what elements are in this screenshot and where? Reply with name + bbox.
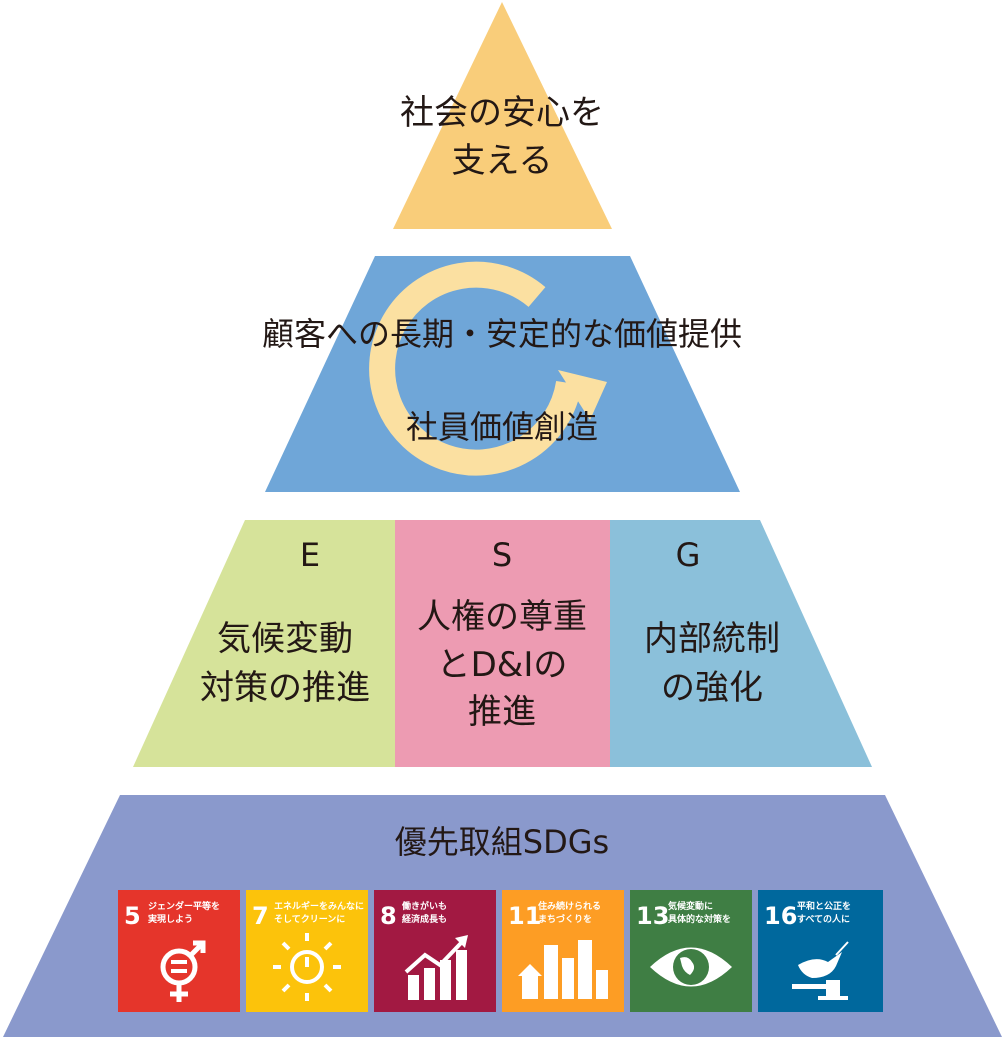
svg-text:すべての人に: すべての人に bbox=[797, 913, 850, 925]
peace-justice-icon bbox=[792, 941, 849, 1000]
social-line3: 推進 bbox=[468, 692, 536, 732]
svg-text:13: 13 bbox=[636, 902, 669, 930]
environment-line2: 対策の推進 bbox=[200, 668, 370, 708]
svg-text:そしてクリーンに: そしてクリーンに bbox=[274, 914, 345, 925]
tier-top-line2: 支える bbox=[452, 141, 553, 181]
tier-environment-section bbox=[133, 520, 395, 767]
social-line2: とD&Iの bbox=[437, 645, 568, 685]
environment-line1: 気候変動 bbox=[217, 619, 353, 659]
svg-text:エネルギーをみんなに: エネルギーをみんなに bbox=[274, 900, 364, 912]
svg-text:5: 5 bbox=[124, 902, 141, 930]
sdg-tile: 8 働きがいも 経済成長も bbox=[374, 890, 496, 1012]
sdg-tile: 5 ジェンダー平等を 実現しよう bbox=[118, 890, 240, 1012]
sdg-tile: 13 気候変動に 具体的な対策を bbox=[630, 890, 752, 1012]
esg-letter-s: S bbox=[492, 536, 512, 574]
tier-top-line1: 社会の安心を bbox=[400, 93, 604, 133]
clean-energy-icon bbox=[273, 933, 341, 1001]
svg-text:経済成長も: 経済成長も bbox=[402, 913, 447, 925]
svg-text:働きがいも: 働きがいも bbox=[401, 900, 447, 912]
tier-second-line2: 社員価値創造 bbox=[406, 408, 598, 446]
gender-equality-icon bbox=[160, 940, 206, 1002]
svg-text:7: 7 bbox=[252, 902, 269, 930]
svg-text:11: 11 bbox=[508, 902, 541, 930]
cycle-arrow-icon bbox=[369, 261, 607, 476]
sdg-tile: 16 平和と公正を すべての人に bbox=[758, 890, 883, 1012]
esg-letter-e: E bbox=[300, 536, 320, 574]
svg-text:まちづくりを: まちづくりを bbox=[538, 913, 592, 925]
sustainable-cities-icon bbox=[518, 940, 608, 999]
tier-social-section bbox=[395, 520, 610, 767]
esg-letter-g: G bbox=[676, 536, 701, 574]
social-line1: 人権の尊重 bbox=[417, 597, 587, 637]
sdg-tile: 7 エネルギーをみんなに そしてクリーンに bbox=[246, 890, 368, 1012]
climate-action-icon bbox=[650, 947, 732, 987]
tier-top-triangle bbox=[393, 2, 612, 229]
tier-second-line1: 顧客への長期・安定的な価値提供 bbox=[262, 315, 742, 353]
svg-text:8: 8 bbox=[380, 902, 397, 930]
svg-text:具体的な対策を: 具体的な対策を bbox=[667, 913, 731, 925]
svg-text:気候変動に: 気候変動に bbox=[668, 900, 713, 912]
svg-text:16: 16 bbox=[764, 902, 797, 930]
governance-line2: の強化 bbox=[661, 668, 763, 708]
svg-text:実現しよう: 実現しよう bbox=[148, 913, 193, 925]
svg-text:住み続けられる: 住み続けられる bbox=[538, 900, 601, 912]
sdg-tile: 11 住み続けられる まちづくりを bbox=[502, 890, 624, 1012]
tier-governance-section bbox=[610, 520, 872, 767]
economic-growth-icon bbox=[404, 935, 468, 1000]
svg-text:ジェンダー平等を: ジェンダー平等を bbox=[148, 900, 220, 912]
svg-text:平和と公正を: 平和と公正を bbox=[797, 900, 851, 912]
sdgs-title: 優先取組SDGs bbox=[395, 823, 609, 861]
governance-line1: 内部統制 bbox=[644, 619, 780, 659]
